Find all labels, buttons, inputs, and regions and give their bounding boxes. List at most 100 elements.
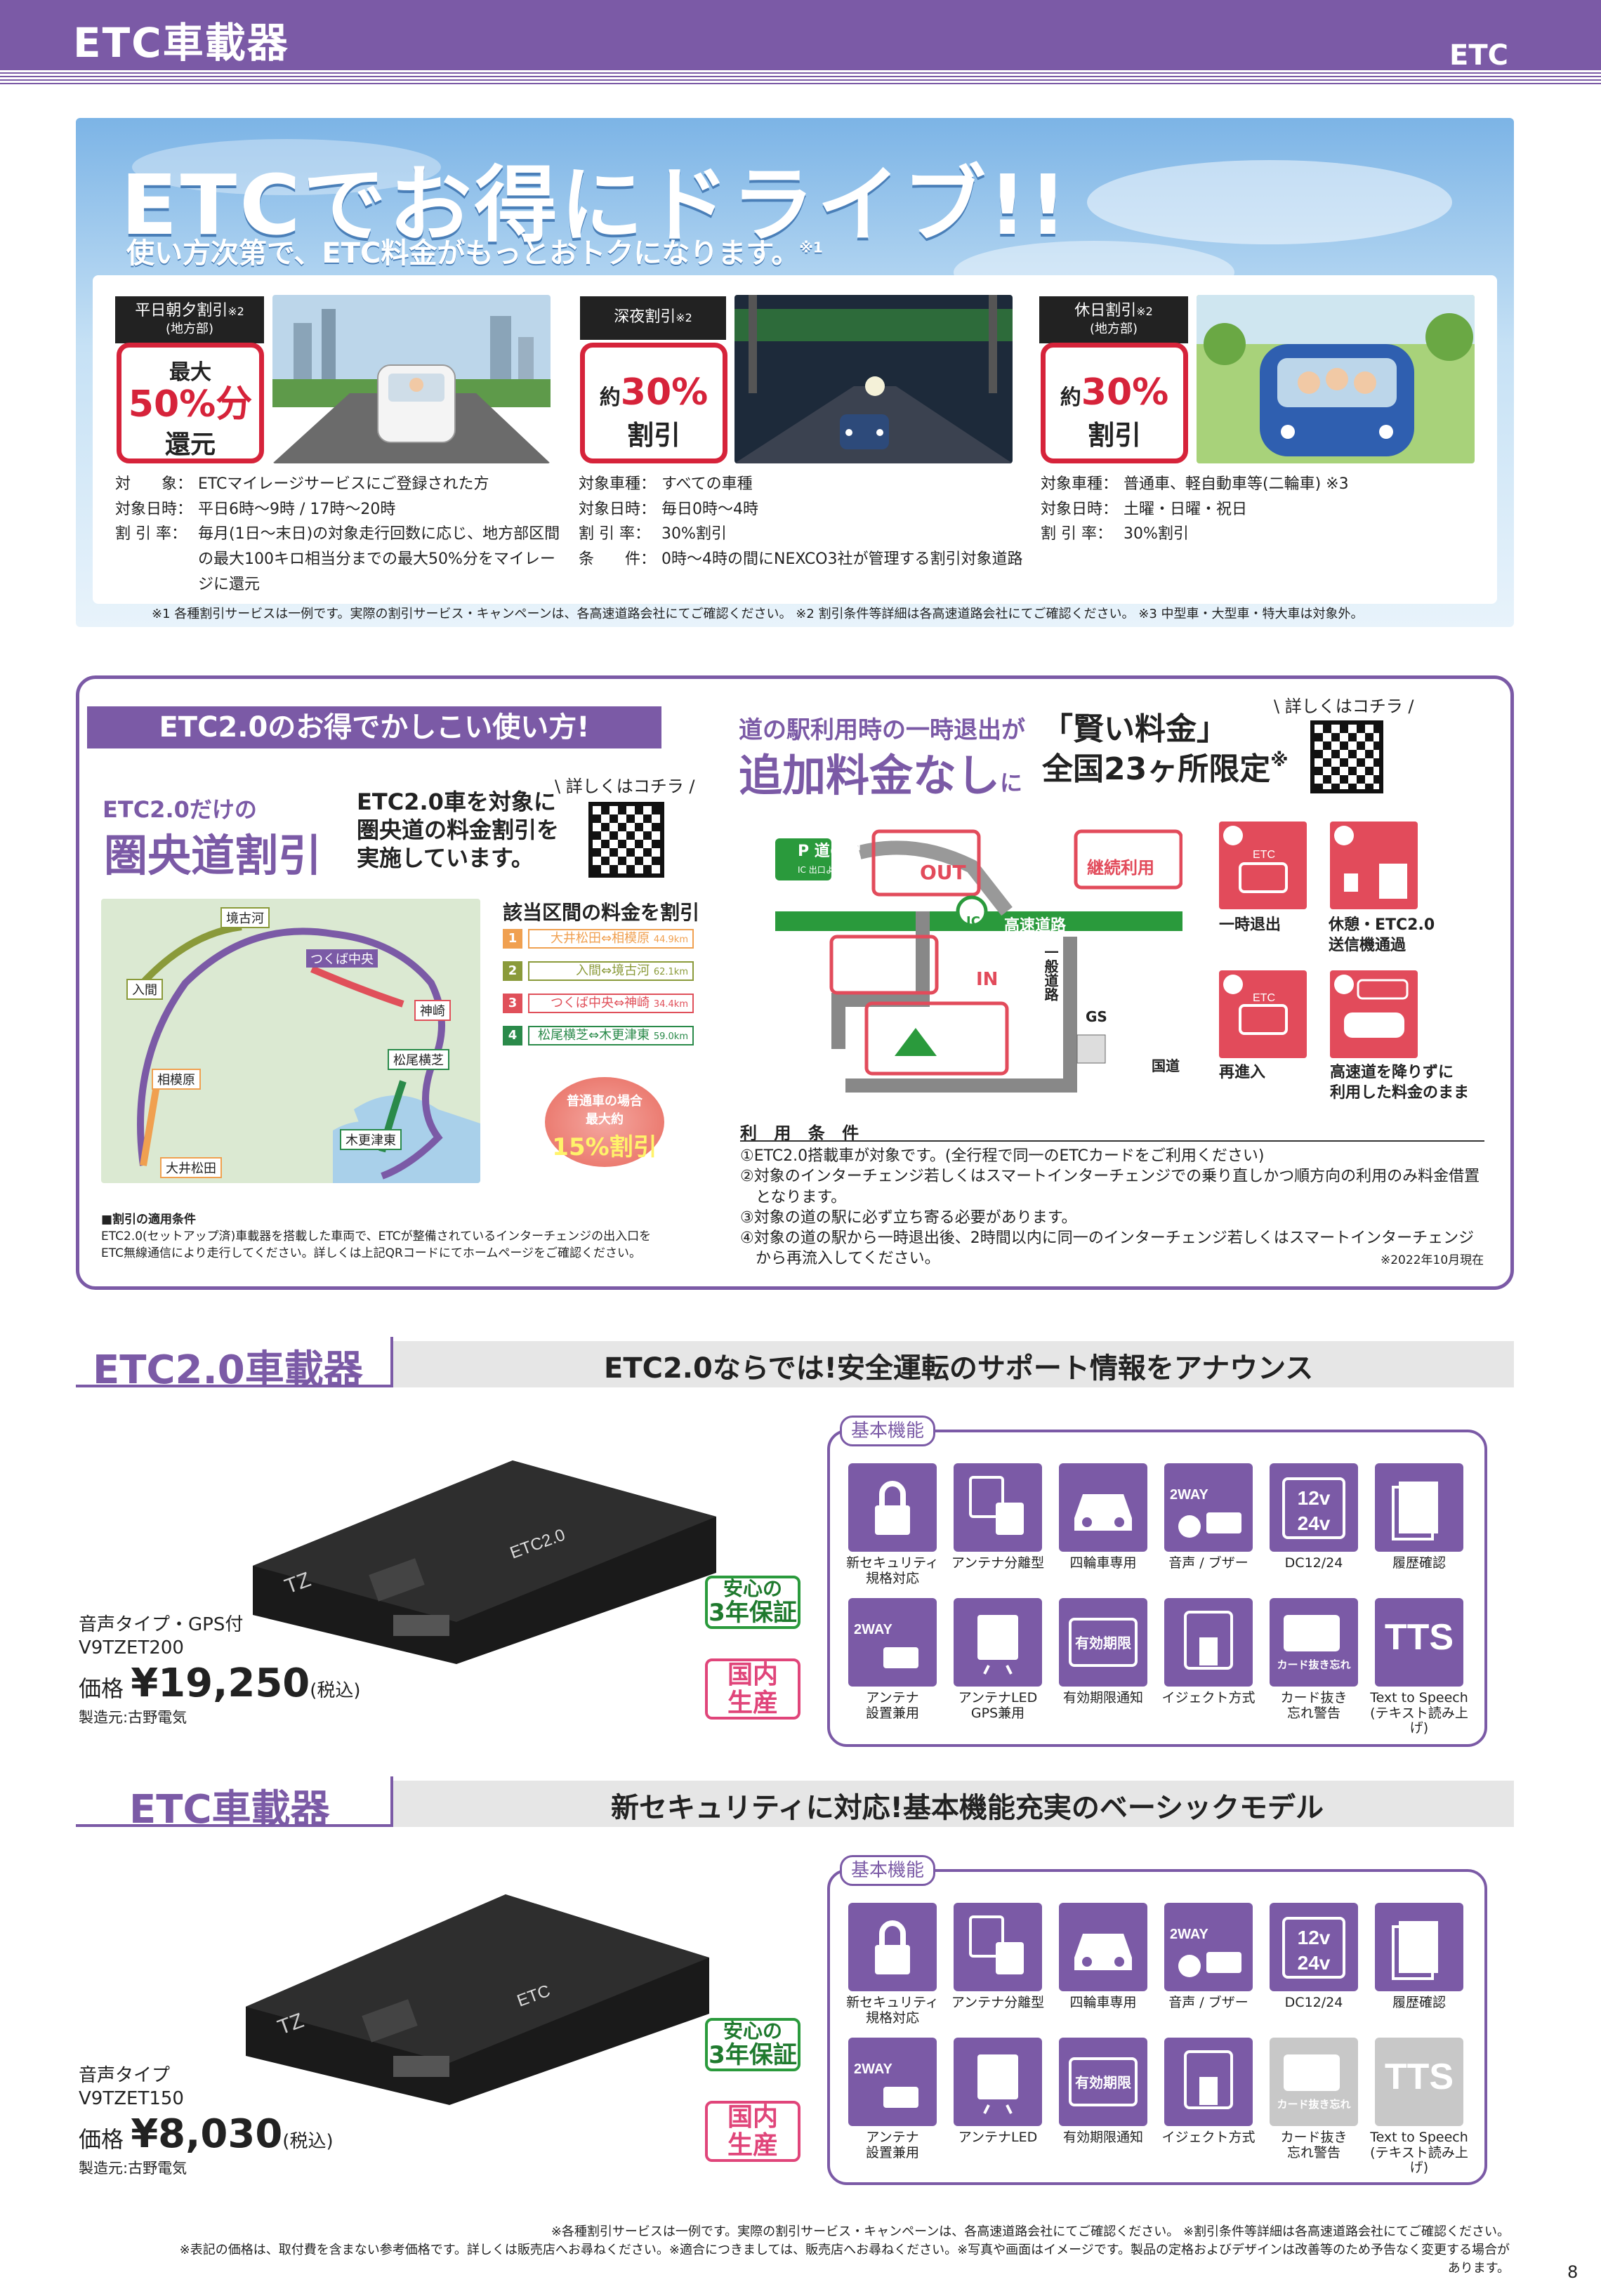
tts-icon: TTS: [1375, 2037, 1463, 2126]
antenna-install-icon: 2WAY: [848, 2037, 937, 2126]
product-1-sep: [390, 1337, 393, 1387]
discount-oval-text: 普通車の場合 最大約 15%割引: [552, 1094, 657, 1161]
feature-icon-text: カード抜き忘れ: [1277, 2098, 1351, 2111]
map-label-sagamihara: 相模原: [152, 1069, 201, 1090]
card-forget-icon: カード抜き忘れ: [1270, 1597, 1358, 1687]
car-icon: [1059, 1463, 1147, 1552]
feature-item: アンテナ分離型: [951, 1463, 1059, 1587]
feature-item: 新セキュリティ 規格対応: [846, 1463, 954, 1587]
discount-oval: [545, 1077, 664, 1167]
feature-icon-text: TTS: [1384, 1616, 1454, 1658]
feature-icon-text: 2WAY: [1170, 1927, 1208, 1942]
feature-item: 履歴確認: [1375, 1463, 1480, 1587]
product-1-underline: [76, 1385, 393, 1387]
campaign-title: ETCでお得にドライブ!!: [121, 157, 1070, 253]
campaign-footnote: ※1 各種割引サービスは一例です。実際の割引サービス・キャンペーンは、各高速道路…: [152, 607, 1364, 621]
feature-icon-text: TTS: [1384, 2056, 1454, 2097]
feature-icon-text: 12v 24v: [1297, 1927, 1331, 1974]
michi-title-line1: 道の駅利用時の一時退出が: [739, 716, 1025, 744]
photo-night-highway: [734, 295, 1013, 463]
diagram-in: IN: [976, 969, 999, 990]
feature-item: 履歴確認: [1375, 1903, 1480, 2026]
qr-code-2[interactable]: [1310, 720, 1383, 793]
product-2-device: TZ ETC: [239, 1866, 716, 2105]
step-4-caption: 高速道を降りずに 利用した料金のまま: [1330, 1064, 1470, 1102]
voltage-icon: 12v 24v: [1270, 1463, 1358, 1552]
features-label-2: 基本機能: [840, 1855, 935, 1886]
diagram-national: 国道: [1152, 1057, 1180, 1074]
photo-weekday-car: [272, 295, 551, 463]
antenna-separate-icon: [954, 1463, 1042, 1552]
discount-badge-holiday: 約30% 割引: [1041, 343, 1188, 463]
sections-heading: 該当区間の料金を割引: [503, 901, 700, 924]
feature-caption: 履歴確認: [1392, 1555, 1446, 1571]
page-title: ETC車載器: [73, 19, 289, 67]
feature-caption: カード抜き 忘れ警告: [1280, 1689, 1348, 1721]
feature-item: アンテナ分離型: [951, 1903, 1059, 2026]
product-2-tagline: 新セキュリティに対応!基本機能充実のベーシックモデル: [611, 1792, 1324, 1824]
step-3-caption: 再進入: [1219, 1064, 1266, 1081]
lock-icon: [848, 1463, 937, 1552]
feature-item: カード抜き忘れカード抜き 忘れ警告: [1270, 2037, 1375, 2177]
product-2-tagbar: [393, 1781, 1514, 1827]
tts-icon: TTS: [1375, 1597, 1463, 1687]
feature-caption: 新セキュリティ 規格対応: [846, 1995, 939, 2026]
card-forget-icon: カード抜き忘れ: [1270, 2037, 1358, 2126]
feature-icon-text: 12v 24v: [1297, 1487, 1331, 1535]
svg-text:ETC: ETC: [1253, 992, 1275, 1004]
antenna-install-icon: 2WAY: [848, 1597, 937, 1687]
map-label-matsuoyokoshiba: 松尾横芝: [388, 1049, 449, 1070]
etc2-description: ETC2.0車を対象に圏央道の料金割引を実施しています。: [357, 789, 560, 871]
feature-caption: アンテナ分離型: [951, 1995, 1045, 2010]
feature-item: 有効期限有効期限通知: [1059, 2037, 1164, 2177]
feature-caption: カード抜き 忘れ警告: [1280, 2129, 1348, 2160]
feature-caption: DC12/24: [1284, 1555, 1343, 1571]
feature-caption: アンテナ分離型: [951, 1555, 1045, 1571]
feature-icon-text: 有効期限: [1075, 1635, 1131, 1651]
diagram-out: OUT: [920, 861, 966, 884]
feature-caption: DC12/24: [1284, 1995, 1343, 2010]
conditions-weekday: 対 象：ETCマイレージサービスにご登録された方 対象日時：平日6時〜9時 / …: [115, 475, 560, 593]
etc2-heading: ETC2.0のお得でかしこい使い方!: [87, 706, 661, 748]
map-label-kisarazu: 木更津東: [340, 1129, 402, 1150]
feature-icon-text: 2WAY: [1170, 1487, 1208, 1503]
step-2-caption: 休憩・ETC2.0 送信機通過: [1329, 916, 1435, 954]
features-box-1: [827, 1430, 1487, 1747]
conditions-night: 対象車種：すべての車種 対象日時：毎日0時〜4時 割 引 率：30%割引 条 件…: [579, 475, 1023, 568]
diagram-p-sub: IC 出口より●●Km: [798, 865, 871, 875]
kashikoi-title: 「賢い料金」全国23ヶ所限定※: [1042, 711, 1289, 788]
page-header: [0, 0, 1601, 70]
feature-caption: アンテナ 設置兼用: [865, 2129, 919, 2160]
feature-caption: アンテナLED: [958, 2129, 1038, 2145]
product-2-sep: [390, 1776, 393, 1827]
qr-code[interactable]: [588, 802, 664, 878]
page-number: 8: [1567, 2262, 1579, 2282]
antenna-separate-icon: [954, 1903, 1042, 1991]
feature-item: アンテナLED: [954, 2037, 1059, 2177]
rules-list: ①ETC2.0搭載車が対象です。(全行程で同一のETCカードをご利用ください)②…: [740, 1147, 1480, 1268]
car-icon: [1059, 1903, 1147, 1991]
feature-icon-text: カード抜き忘れ: [1277, 1658, 1351, 1671]
antenna-led-icon: [954, 1597, 1042, 1687]
features-label-1: 基本機能: [840, 1416, 935, 1446]
diagram-general: 一般道路: [1042, 945, 1059, 1001]
map-label-tsukuba: つくば中央: [306, 949, 378, 968]
header-stripes: [0, 70, 1601, 84]
history-icon: [1375, 1903, 1463, 1991]
map-label-oimatsuda: 大井松田: [160, 1157, 222, 1178]
feature-item: 四輪車専用: [1059, 1903, 1164, 2026]
diagram-highway: 高速道路: [1004, 917, 1067, 935]
michi-title-line2: 追加料金なしに: [739, 750, 1023, 801]
